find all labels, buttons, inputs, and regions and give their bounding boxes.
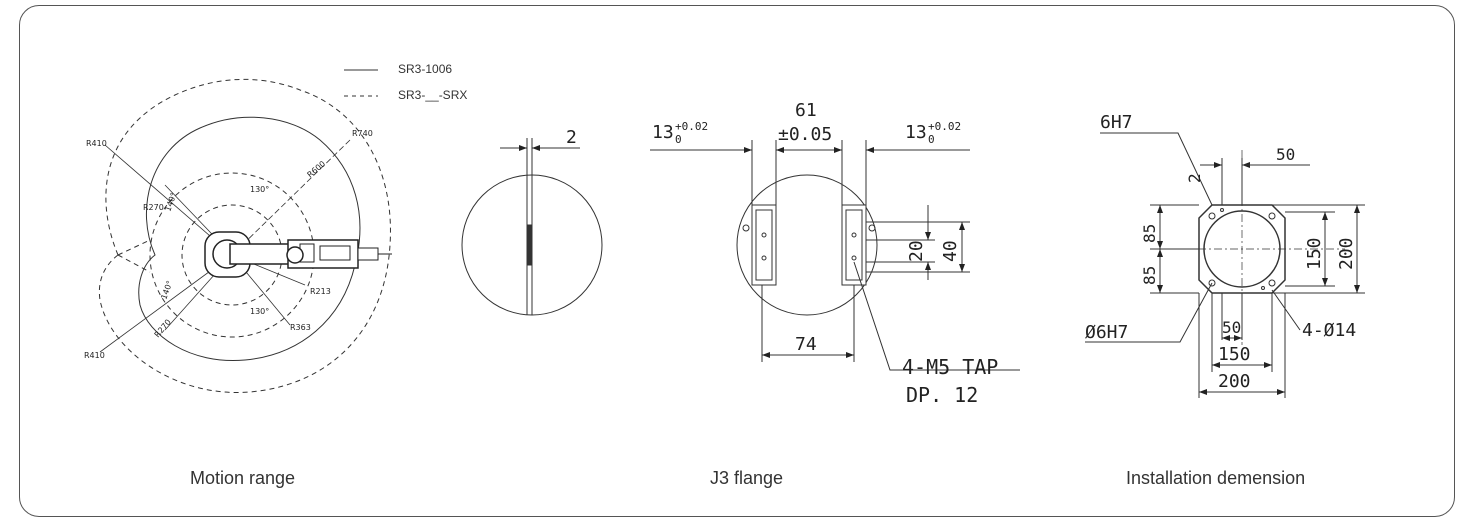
label-r410-top: R410: [86, 139, 107, 148]
label-200-horizontal: 200: [1218, 371, 1251, 392]
detail-dim-2: 2: [566, 127, 577, 148]
tol-right-sub: 0: [928, 133, 935, 146]
label-6h7: 6H7: [1100, 112, 1133, 133]
motion-range-drawing: [99, 79, 392, 392]
label-r410-bottom: R410: [84, 351, 105, 360]
label-phi6h7: Ø6H7: [1085, 322, 1128, 343]
label-r600: R600: [306, 159, 328, 179]
tol-left-sub: 0: [675, 133, 682, 146]
tap-label: 4-M5 TAP: [902, 355, 998, 379]
tol-left-sup: +0.02: [675, 120, 708, 133]
outer-dashed-envelope: [99, 79, 390, 392]
caption-j3-flange: J3 flange: [710, 468, 784, 488]
center-bottom: ±0.05: [778, 124, 832, 145]
detail-view: [462, 138, 602, 315]
label-130-top: 130°: [250, 185, 269, 194]
label-50-bottom: 50: [1222, 318, 1241, 337]
caption-motion-range: Motion range: [190, 468, 296, 488]
installation-labels: 6H7 2 50 85 85 150 200 Ø6H7 50 4-Ø14 150…: [1085, 112, 1357, 392]
label-r270-top: R270: [143, 203, 164, 212]
label-140-top: 140°: [163, 191, 178, 212]
center-top: 61: [795, 100, 817, 121]
label-200-vertical: 200: [1336, 237, 1357, 270]
tol-left: 13: [652, 122, 674, 143]
label-130-bottom: 130°: [250, 307, 269, 316]
label-r363: R363: [290, 323, 311, 332]
legend-dashed-label: SR3-__-SRX: [398, 88, 468, 102]
label-r213: R213: [310, 287, 331, 296]
tol-right-sup: +0.02: [928, 120, 961, 133]
label-85-upper: 85: [1140, 224, 1159, 243]
left-notch: [118, 240, 150, 272]
label-150-vertical: 150: [1304, 237, 1325, 270]
label-2: 2: [1185, 173, 1204, 183]
label-50-top: 50: [1276, 145, 1295, 164]
label-4-phi14: 4-Ø14: [1302, 320, 1356, 341]
legend-solid-label: SR3-1006: [398, 62, 453, 76]
dim-40: 40: [940, 240, 961, 262]
figure-frame: [19, 5, 1455, 517]
j3-flange-drawing: [650, 140, 1020, 371]
installation-drawing: [1085, 132, 1365, 398]
j3-flange-labels: 13 +0.02 0 61 ±0.05 13 +0.02 0 20 40 74 …: [652, 100, 998, 407]
label-r740: R740: [352, 129, 373, 138]
label-85-lower: 85: [1140, 266, 1159, 285]
caption-installation: Installation demension: [1126, 468, 1306, 488]
label-140-bottom: 140°: [159, 279, 174, 300]
label-150-horizontal: 150: [1218, 344, 1251, 365]
tol-right: 13: [905, 122, 927, 143]
label-r270-bottom: R270: [153, 318, 173, 340]
dim-20: 20: [906, 240, 927, 262]
dim-74: 74: [795, 334, 817, 355]
tap-depth: DP. 12: [906, 383, 978, 407]
